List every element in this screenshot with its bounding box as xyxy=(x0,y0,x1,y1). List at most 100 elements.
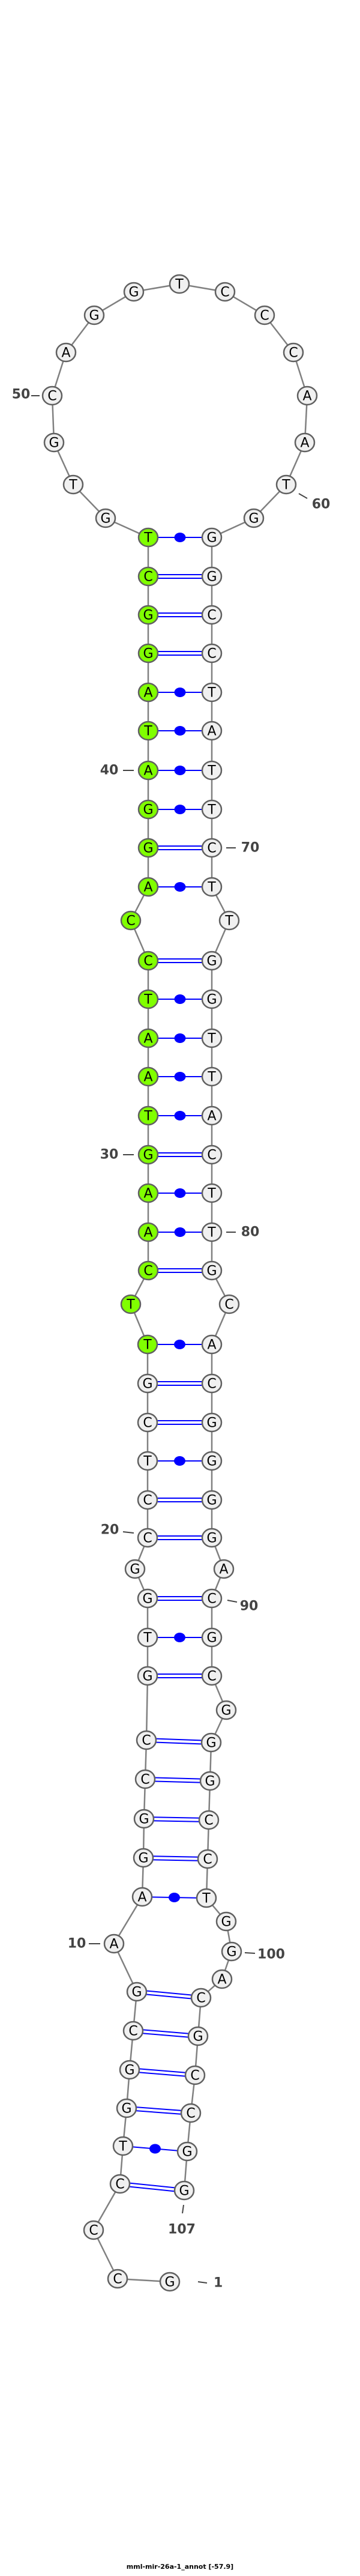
nucleotide: C xyxy=(283,342,304,363)
nucleotide-circle xyxy=(107,2269,128,2289)
nucleotide: T xyxy=(201,1028,223,1048)
pair-bond-line xyxy=(119,2185,185,2193)
wobble-pair-dot xyxy=(174,1340,185,1349)
base-pair xyxy=(148,845,212,850)
nucleotide-letter: G xyxy=(193,2030,203,2045)
nucleotide-letter: C xyxy=(89,2224,98,2239)
base-pair xyxy=(126,2106,191,2115)
nucleotide-circle xyxy=(201,1144,223,1165)
nucleotide-circle xyxy=(137,760,159,781)
nucleotide: G xyxy=(123,282,145,302)
nucleotide-letter: G xyxy=(206,1416,217,1431)
wobble-pair-dot xyxy=(174,1227,186,1237)
nucleotide: G xyxy=(133,1809,155,1829)
wobble-pair-dot xyxy=(174,1456,185,1466)
nucleotide-circle xyxy=(201,1028,223,1048)
nucleotide: G xyxy=(201,1451,223,1471)
nucleotide-circle xyxy=(137,989,159,1009)
nucleotide-circle xyxy=(201,1105,223,1126)
nucleotide-circle xyxy=(187,2026,209,2046)
nucleotide: T xyxy=(137,989,159,1009)
nucleotide-circle xyxy=(122,2021,144,2041)
nucleotide-letter: T xyxy=(207,1226,216,1241)
nucleotide-letter: G xyxy=(142,1377,152,1392)
nucleotide-letter: A xyxy=(61,346,70,361)
nucleotide: C xyxy=(218,1294,240,1314)
nucleotide-circle xyxy=(83,2220,104,2240)
nucleotide: G xyxy=(83,305,105,325)
pair-bond-line xyxy=(143,1820,209,1822)
nucleotide: T xyxy=(201,877,223,897)
nucleotide-circle xyxy=(62,474,84,495)
nucleotide: G xyxy=(187,2026,209,2046)
nucleotide-letter: G xyxy=(206,1493,217,1508)
nucleotide-letter: A xyxy=(217,1973,226,1988)
nucleotide-circle xyxy=(120,910,142,931)
nucleotide: C xyxy=(201,838,223,858)
nucleotide: G xyxy=(43,432,65,453)
nucleotide-letter: T xyxy=(143,1109,152,1124)
pair-bond-line xyxy=(146,1738,212,1741)
nucleotide: G xyxy=(199,1771,221,1791)
base-pair xyxy=(122,2144,188,2154)
base-pair xyxy=(148,1111,212,1120)
nucleotide-letter: C xyxy=(203,1852,212,1867)
nucleotide-letter: C xyxy=(143,1531,152,1546)
nucleotide-letter: A xyxy=(300,436,309,451)
nucleotide-circle xyxy=(201,1490,223,1510)
nucleotide-letter: C xyxy=(207,841,216,856)
nucleotide: G xyxy=(137,643,159,664)
nucleotide-circle xyxy=(197,1849,218,1869)
nucleotide: C xyxy=(254,305,275,325)
nucleotide: G xyxy=(116,2098,137,2118)
nucleotide-circle xyxy=(201,1260,223,1281)
nucleotide-letter: T xyxy=(68,478,77,493)
nucleotide: G xyxy=(200,1732,222,1753)
nucleotide: C xyxy=(137,1490,158,1510)
base-pair xyxy=(148,1033,212,1043)
wobble-pair-dot xyxy=(174,1633,185,1642)
nucleotide-letter: C xyxy=(190,2069,199,2084)
nucleotide-circle xyxy=(283,342,304,363)
nucleotide-circle xyxy=(201,682,223,703)
pair-bond-line xyxy=(133,2028,199,2035)
nucleotide-circle xyxy=(137,1260,159,1281)
nucleotide-circle xyxy=(184,2065,206,2085)
nucleotide-circle xyxy=(201,643,223,664)
nucleotide-letter: G xyxy=(143,803,153,818)
base-pair xyxy=(148,1188,212,1198)
nucleotide-circle xyxy=(123,282,145,302)
nucleotide-circle xyxy=(201,799,223,820)
nucleotide-letter: A xyxy=(143,686,152,701)
nucleotide: T xyxy=(218,910,240,931)
pair-bond-line xyxy=(126,2109,191,2115)
nucleotide-letter: A xyxy=(143,880,152,895)
nucleotide: G xyxy=(126,1982,148,2002)
nucleotide-letter: A xyxy=(137,1890,146,1905)
nucleotide-letter: C xyxy=(207,608,216,623)
base-pair xyxy=(146,1738,212,1745)
position-label: 10 xyxy=(68,1937,86,1952)
nucleotide: G xyxy=(137,799,159,820)
base-pair xyxy=(148,766,212,775)
position-label: 100 xyxy=(257,1947,285,1962)
nucleotide-letter: T xyxy=(143,724,152,739)
nucleotide-letter: C xyxy=(115,2177,124,2192)
base-pair xyxy=(148,1340,212,1349)
nucleotide: G xyxy=(215,1700,237,1720)
nucleotide: G xyxy=(176,2141,198,2162)
nucleotide-letter: G xyxy=(139,1812,149,1827)
nucleotide-circle xyxy=(112,2136,134,2156)
nucleotide-letter: A xyxy=(143,1187,152,1202)
nucleotide-circle xyxy=(137,799,159,820)
nucleotide-letter: T xyxy=(202,1891,211,1906)
wobble-pair-dot xyxy=(149,2144,161,2154)
base-pair xyxy=(136,1989,202,2000)
nucleotide: G xyxy=(173,2180,195,2201)
nucleotide-letter: G xyxy=(131,1985,142,2000)
nucleotide: C xyxy=(107,2269,128,2289)
nucleotide-circle xyxy=(254,305,275,325)
nucleotide-letter: C xyxy=(47,389,56,404)
nucleotide-circle xyxy=(137,527,159,548)
